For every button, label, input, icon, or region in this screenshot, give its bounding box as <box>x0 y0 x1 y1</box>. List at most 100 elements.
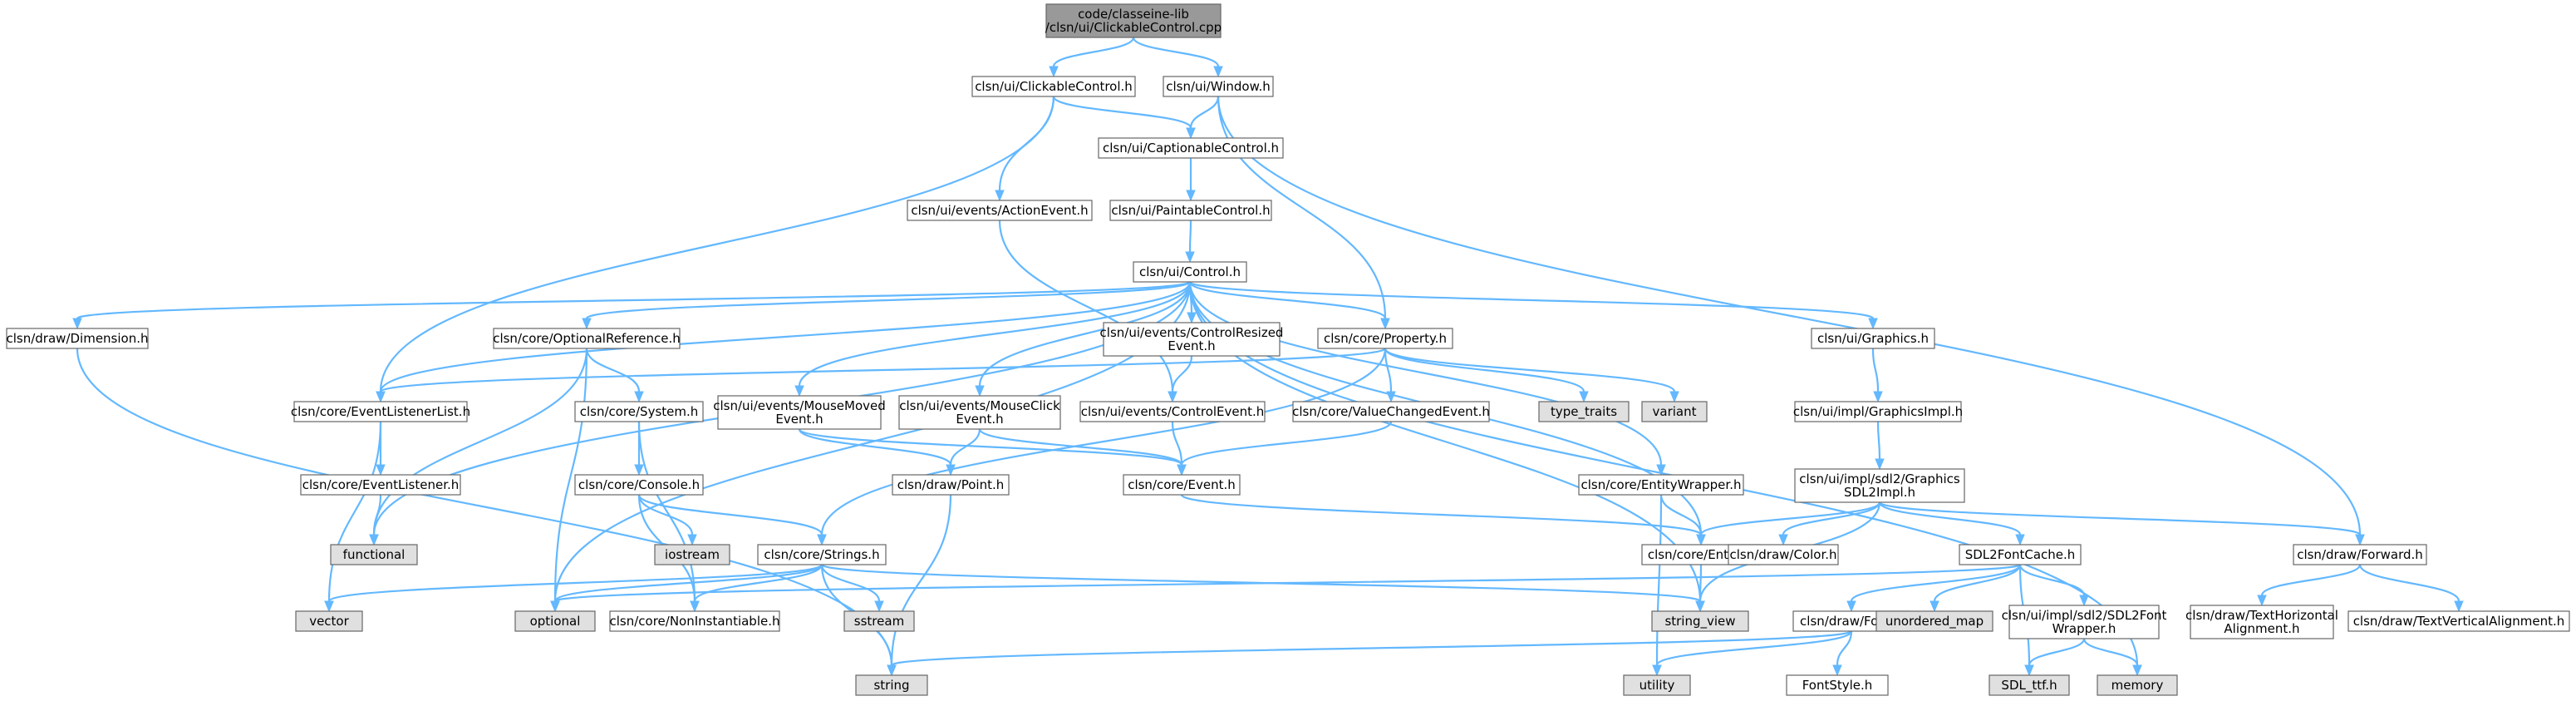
node-evlistlist-h[interactable]: clsn/core/EventListenerList.h <box>291 401 470 422</box>
node-box <box>971 76 1136 97</box>
edge-clickable-h-to-captionable-h <box>1052 96 1196 140</box>
node-string: string <box>855 674 928 696</box>
node-label: clsn/core/Event.h <box>1128 477 1236 492</box>
node-root[interactable]: code/classeine-lib/clsn/ui/ClickableCont… <box>1045 3 1222 38</box>
edge-clickable-h-to-actionevent-h <box>995 96 1055 202</box>
node-label: clsn/draw/TextHorizontal <box>2185 608 2338 623</box>
node-box <box>1641 401 1708 422</box>
node-box <box>6 328 149 349</box>
node-label: SDL_ttf.h <box>2001 678 2057 694</box>
node-box <box>574 401 704 422</box>
node-label: Alignment.h <box>2224 621 2299 636</box>
node-box <box>574 474 704 496</box>
node-label: string <box>873 678 909 693</box>
node-memory: memory <box>2097 674 2178 696</box>
node-graphicsimpl-h[interactable]: clsn/ui/impl/GraphicsImpl.h <box>1793 401 1963 422</box>
edge-fontwrapper-h-to-memory <box>2082 638 2142 677</box>
edge-evlistlist-h-to-vector <box>324 421 382 613</box>
node-ctrlevent-h[interactable]: clsn/ui/events/ControlEvent.h <box>1079 401 1266 422</box>
node-label: code/classeine-lib <box>1078 7 1189 22</box>
edge-captionable-h-to-paintable-h <box>1186 158 1196 202</box>
node-actionevent-h[interactable]: clsn/ui/events/ActionEvent.h <box>907 200 1093 221</box>
node-box <box>898 395 1061 430</box>
edge-point-h-to-string <box>887 494 952 677</box>
node-entitywrapper-h[interactable]: clsn/core/EntityWrapper.h <box>1578 474 1744 496</box>
node-box <box>1989 674 2070 696</box>
edge-optref-h-to-system-h <box>585 348 644 403</box>
node-label: clsn/ui/impl/sdl2/Graphics <box>1799 471 1960 486</box>
node-clickable-h[interactable]: clsn/ui/ClickableControl.h <box>971 76 1136 97</box>
node-control-h[interactable]: clsn/ui/Control.h <box>1133 261 1247 283</box>
node-strings-h[interactable]: clsn/core/Strings.h <box>757 544 887 565</box>
node-label: Wrapper.h <box>2052 621 2116 636</box>
node-box <box>1098 137 1284 159</box>
node-optref-h[interactable]: clsn/core/OptionalReference.h <box>493 328 681 349</box>
node-box <box>1875 610 1993 632</box>
node-box <box>892 474 1010 496</box>
node-box <box>293 401 468 422</box>
node-type-traits: type_traits <box>1538 401 1630 422</box>
edge-property-h-to-variant <box>1384 348 1679 403</box>
node-point-h[interactable]: clsn/draw/Point.h <box>892 474 1010 496</box>
edge-console-h-to-iostream <box>637 494 697 546</box>
node-functional: functional <box>330 544 418 565</box>
node-box <box>907 200 1093 221</box>
node-box <box>1728 544 1839 565</box>
edge-fontcache-h-to-unordered-map <box>1930 564 2022 613</box>
node-console-h[interactable]: clsn/core/Console.h <box>574 474 704 496</box>
node-dimension-h[interactable]: clsn/draw/Dimension.h <box>6 328 149 349</box>
node-graphics-h[interactable]: clsn/ui/Graphics.h <box>1811 328 1935 349</box>
node-label: type_traits <box>1551 404 1617 420</box>
node-label: Event.h <box>775 412 823 427</box>
node-box <box>1959 544 2082 565</box>
node-fontstyle-h[interactable]: FontStyle.h <box>1786 674 1889 696</box>
node-paintable-h[interactable]: clsn/ui/PaintableControl.h <box>1109 200 1272 221</box>
node-label: clsn/ui/events/ActionEvent.h <box>911 203 1088 218</box>
node-box <box>2293 544 2427 565</box>
node-window-h[interactable]: clsn/ui/Window.h <box>1163 76 1274 97</box>
edge-control-h-to-mousemoved-h <box>794 281 1192 397</box>
node-label: clsn/core/EntityWrapper.h <box>1581 477 1742 492</box>
node-box <box>1794 401 1962 422</box>
node-label: SDL2Impl.h <box>1844 485 1915 500</box>
node-textvalign-h[interactable]: clsn/draw/TextVerticalAlignment.h <box>2347 610 2570 632</box>
node-label: clsn/core/OptionalReference.h <box>493 331 681 346</box>
node-fontcache-h[interactable]: SDL2FontCache.h <box>1959 544 2082 565</box>
edge-gsdl2-h-to-color-h <box>1778 501 1881 546</box>
node-system-h[interactable]: clsn/core/System.h <box>574 401 704 422</box>
node-noninst-h[interactable]: clsn/core/NonInstantiable.h <box>609 610 780 632</box>
node-valchanged-h[interactable]: clsn/core/ValueChangedEvent.h <box>1292 401 1490 422</box>
node-label: sstream <box>854 614 904 629</box>
edge-entitywrapper-h-to-utility <box>1652 494 1663 677</box>
node-captionable-h[interactable]: clsn/ui/CaptionableControl.h <box>1098 137 1284 159</box>
edge-font-h-to-fontstyle-h <box>1832 630 1853 677</box>
node-box <box>843 610 915 632</box>
node-event-h[interactable]: clsn/core/Event.h <box>1123 474 1241 496</box>
node-box <box>757 544 887 565</box>
node-color-h[interactable]: clsn/draw/Color.h <box>1728 544 1839 565</box>
edge-console-h-to-strings-h <box>637 494 827 546</box>
node-label: clsn/ui/Control.h <box>1139 264 1241 279</box>
node-label: clsn/ui/events/ControlEvent.h <box>1081 404 1265 419</box>
edge-gsdl2-h-to-entity-h <box>1696 501 1881 546</box>
node-box <box>1123 474 1241 496</box>
node-forward-h[interactable]: clsn/draw/Forward.h <box>2293 544 2427 565</box>
node-property-h[interactable]: clsn/core/Property.h <box>1317 328 1453 349</box>
node-label: clsn/ui/PaintableControl.h <box>1111 203 1270 218</box>
node-unordered-map: unordered_map <box>1875 610 1993 632</box>
node-box <box>1651 610 1749 632</box>
node-label: vector <box>309 614 349 629</box>
edge-event-h-to-entity-h <box>1180 493 1706 546</box>
node-label: functional <box>343 547 406 562</box>
node-label: string_view <box>1664 614 1735 629</box>
node-box <box>1538 401 1630 422</box>
node-evlistener-h[interactable]: clsn/core/EventListener.h <box>300 474 461 496</box>
node-label: clsn/draw/Color.h <box>1729 547 1836 562</box>
